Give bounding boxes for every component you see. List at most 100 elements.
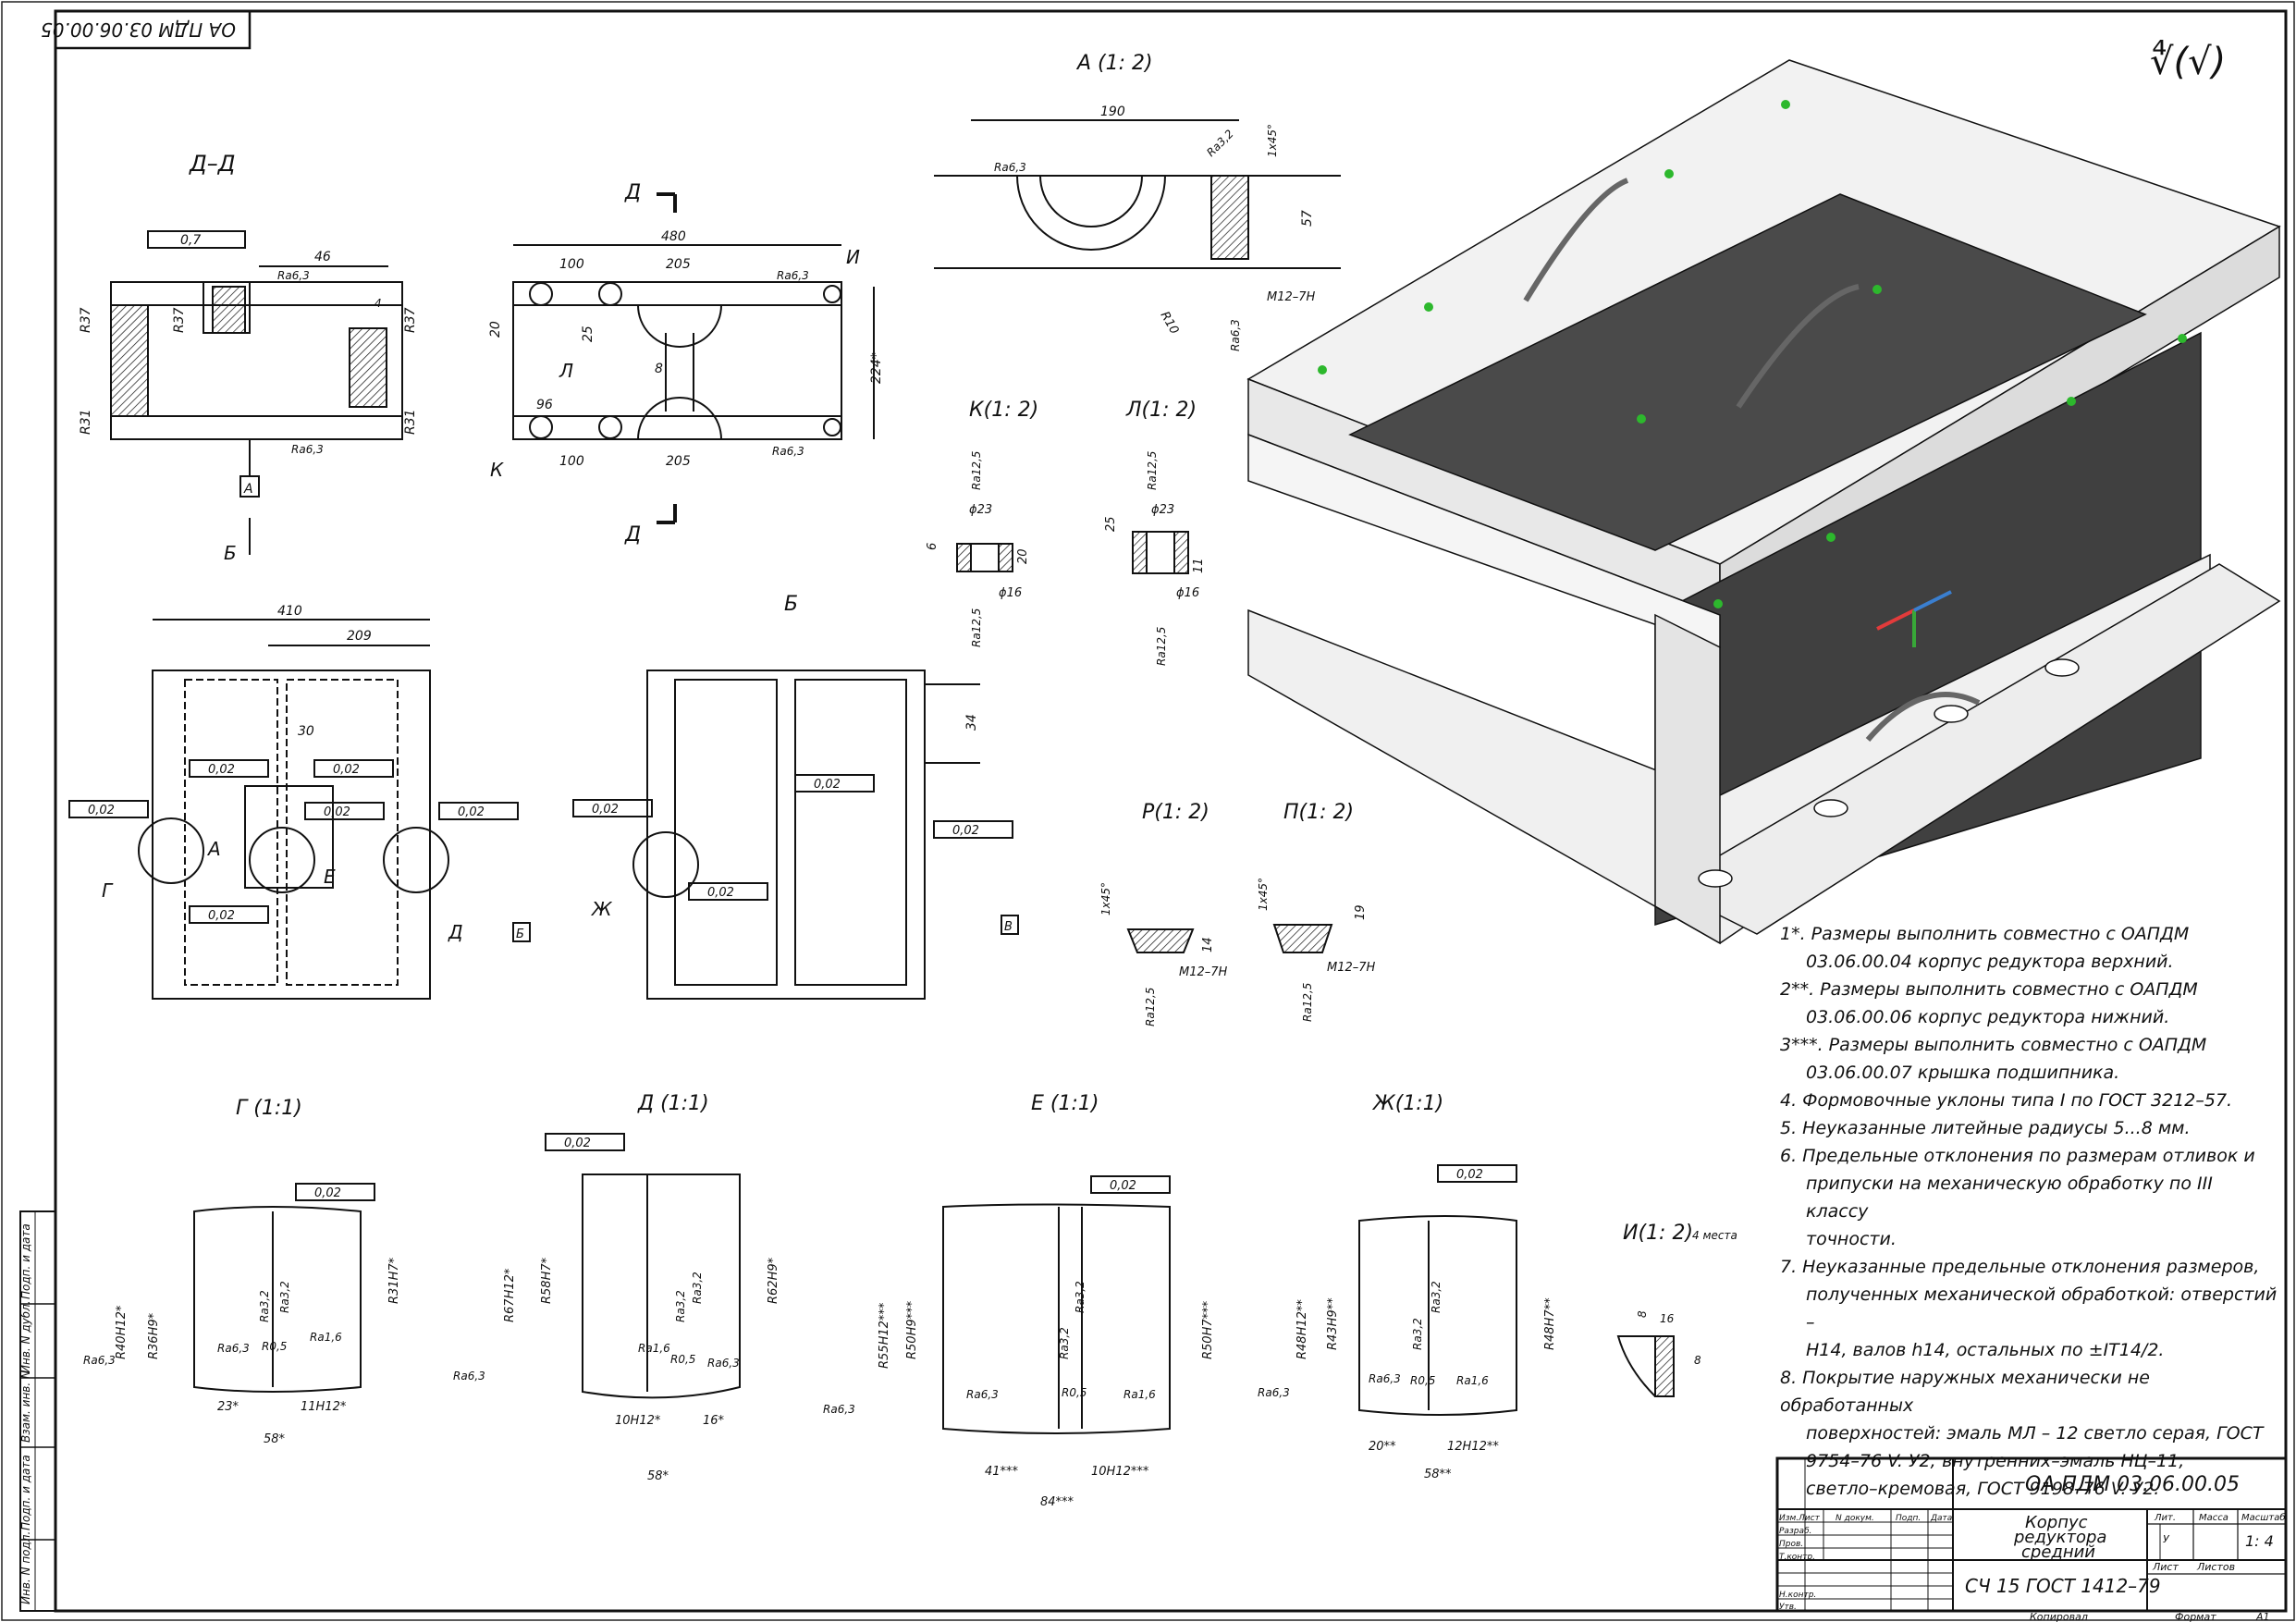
g-r31: R31H7*	[387, 1257, 401, 1304]
plan-ra63-right-top: Ra6,3	[777, 269, 809, 282]
dd-tol-par: 0,7	[180, 233, 201, 248]
tb-masshtab: Масштаб	[2241, 1512, 2286, 1523]
plan-label-l: Л	[559, 360, 573, 382]
g-58: 58*	[264, 1432, 286, 1446]
plan-dim-8: 8	[655, 362, 663, 376]
r-dim-14: 14	[1201, 937, 1215, 952]
e-10: 10H12***	[1091, 1465, 1149, 1479]
tb-code: ОА ПДМ 03.06.00.05	[2025, 1473, 2240, 1496]
view-l: Л(1: 2) ϕ23 ϕ16 25 11 Ra12,5 Ra12,5	[1104, 399, 1206, 666]
view-b-title: Б	[784, 593, 798, 616]
detail-i-note: 4 места	[1692, 1229, 1737, 1242]
b-dim-34: 34	[964, 714, 979, 731]
r-ra125: Ra12,5	[1144, 988, 1157, 1026]
k-ra125-top: Ra12,5	[970, 451, 983, 490]
tb-tkontr: Т.контр.	[1779, 1553, 1815, 1562]
g-23: 23*	[217, 1400, 239, 1414]
dd-dim-4: 4	[374, 297, 382, 310]
tb-razrab: Разраб.	[1779, 1527, 1811, 1536]
zh-12: 12H12**	[1447, 1440, 1499, 1454]
plan410-tol-2: 0,02	[208, 763, 235, 777]
a-dim-1x45: 1x45°	[1266, 124, 1279, 157]
zh-r05: R0,5	[1410, 1374, 1435, 1387]
note-line: 7. Неуказанные предельные отклонения раз…	[1780, 1257, 2260, 1277]
note-line: 4. Формовочные уклоны типа I по ГОСТ 321…	[1780, 1090, 2233, 1111]
g-ra63-left: Ra6,3	[83, 1354, 116, 1367]
b-tol-1: 0,02	[592, 803, 619, 817]
plan-dim-100-top: 100	[559, 257, 584, 272]
d-58: 58*	[647, 1469, 669, 1483]
view-p-title: П(1: 2)	[1283, 801, 1354, 824]
zh-ra32-b: Ra3,2	[1430, 1281, 1443, 1313]
a-dim-m12: M12–7H	[1267, 290, 1316, 304]
view-dd: Д–Д А 0,7 46 Ra6,3 R37 R37 R37 R31 R31 4…	[79, 151, 418, 564]
tb-nkontr: Н.контр.	[1779, 1591, 1816, 1600]
note-line: поверхностей: эмаль МЛ – 12 светло серая…	[1806, 1423, 2264, 1444]
l-ra125-bottom: Ra12,5	[1155, 627, 1168, 666]
p-ra125: Ra12,5	[1301, 983, 1314, 1022]
i-dim-8-top: 8	[1636, 1310, 1649, 1318]
note-line: 03.06.00.04 корпус редуктора верхний.	[1806, 952, 2174, 972]
view-k: К(1: 2) ϕ23 ϕ16 6 20 Ra12,5 Ra12,5	[926, 399, 1038, 647]
b-tol-4: 0,02	[707, 886, 734, 900]
d-tol: 0,02	[564, 1137, 591, 1150]
detail-i: И(1: 2) 4 места 8 16 8	[1616, 1222, 1737, 1397]
note-line: 03.06.00.06 корпус редуктора нижний.	[1806, 1007, 2170, 1027]
note-line: светло–кремовая, ГОСТ 9198–76 V. У2.	[1806, 1479, 2160, 1499]
k-ra125-bottom: Ra12,5	[970, 608, 983, 647]
inner-frame	[54, 9, 2288, 1613]
zh-ra32-a: Ra3,2	[1411, 1318, 1424, 1350]
note-line: 6. Предельные отклонения по размерам отл…	[1780, 1146, 2255, 1166]
plan-ra63-right-bottom: Ra6,3	[772, 445, 804, 458]
plan-dim-205-top: 205	[666, 257, 691, 272]
plan-cut-d-top: Д	[624, 181, 641, 204]
detail-e: Е (1:1) 0,02 R55H12*** R50H9*** R50H7***…	[823, 1092, 1215, 1509]
zh-tol: 0,02	[1456, 1168, 1483, 1182]
k-dim-20: 20	[1016, 548, 1030, 564]
g-ra63-mid: Ra6,3	[217, 1342, 250, 1355]
stamp-podp-data-2: Подп. и дата	[19, 1223, 32, 1299]
tb-prov: Пров.	[1779, 1540, 1803, 1549]
plan410-label-e: Е	[324, 866, 336, 888]
a-dim-190: 190	[1100, 104, 1125, 119]
note-line: 9754–76 V. У2; внутренних–эмаль НЦ–11,	[1806, 1451, 2185, 1471]
dd-base-a: А	[243, 482, 253, 497]
dd-r31-right: R31	[403, 409, 418, 435]
view-b: Б 34 Ж 0,02 0,02 0,02 0,02 В	[572, 593, 1019, 1000]
detail-i-title: И(1: 2)	[1623, 1222, 1693, 1245]
note-line: 2**. Размеры выполнить совместно с ОАПДМ	[1780, 979, 2198, 1000]
dd-dim-46: 46	[314, 250, 331, 264]
l-dim-23: ϕ23	[1151, 503, 1174, 517]
tb-podp: Подп.	[1896, 1514, 1921, 1523]
e-r50b: R50H7***	[1201, 1300, 1215, 1359]
e-r50: R50H9***	[905, 1300, 919, 1359]
note-line: 8. Покрытие наружных механически не обра…	[1780, 1368, 2150, 1416]
b-tol-2: 0,02	[814, 778, 841, 792]
d-ra32-a: Ra3,2	[674, 1290, 687, 1322]
tb-format-value: A1	[2255, 1611, 2270, 1622]
note-line: H14, валов h14, остальных по ±IT14/2.	[1806, 1340, 2165, 1360]
d-ra63-right: Ra6,3	[707, 1357, 740, 1370]
g-ra16: Ra1,6	[310, 1331, 342, 1344]
d-r58: R58H7*	[540, 1257, 554, 1304]
stamp-inv-dubl: Инв. N дубл.	[19, 1300, 32, 1373]
side-stamp: Инв. N подл. Подп. и дата Взам. инв. N И…	[19, 1210, 56, 1612]
plan-dim-100-bottom: 100	[559, 454, 584, 469]
plan410-dim-30: 30	[298, 724, 314, 739]
plan410-dim-410: 410	[277, 604, 302, 619]
k-dim-6: 6	[926, 543, 939, 550]
detail-zh-title: Ж(1:1)	[1371, 1092, 1443, 1115]
plan410-tol-1: 0,02	[88, 804, 115, 817]
tb-lit: Лит.	[2154, 1513, 2176, 1523]
tb-material: СЧ 15 ГОСТ 1412–79	[1965, 1575, 2161, 1597]
plan410-label-g: Г	[102, 879, 114, 902]
plan-label-i: И	[846, 246, 860, 268]
l-ra125-top: Ra12,5	[1146, 451, 1159, 490]
g-r05: R0,5	[262, 1340, 287, 1353]
b-base-v: В	[1004, 920, 1013, 934]
tb-lit-value: У	[2163, 1533, 2170, 1545]
plan410-tol-6: 0,02	[208, 909, 235, 923]
a-dim-57: 57	[1300, 210, 1315, 227]
